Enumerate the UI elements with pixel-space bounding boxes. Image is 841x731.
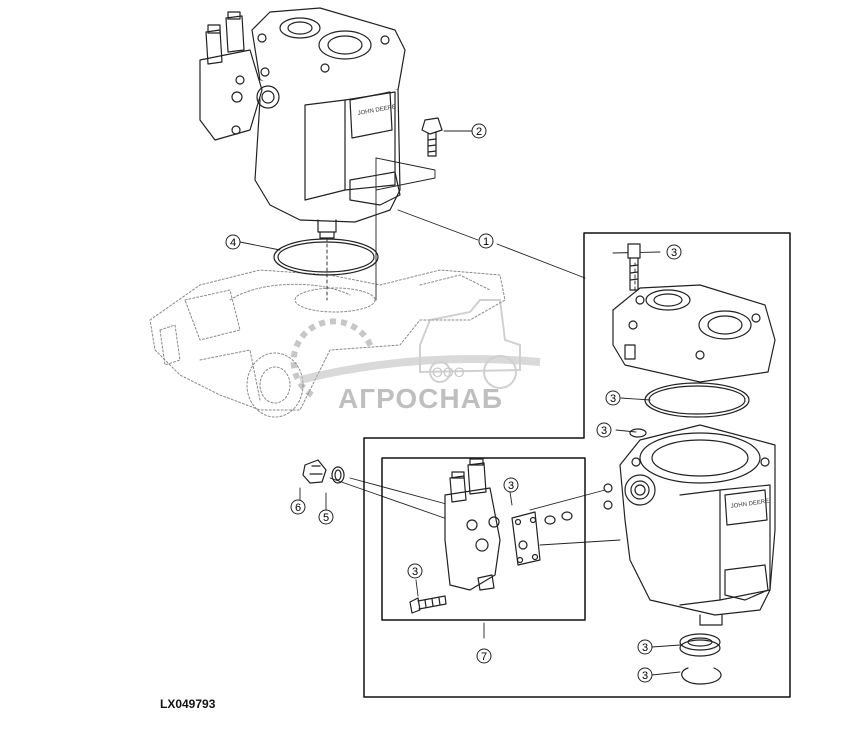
cover-plate-detail (612, 284, 776, 383)
callout-bubbles (225, 123, 682, 683)
callout-label-6: 6 (295, 502, 301, 514)
callout-label-7: 7 (481, 651, 487, 663)
o-ring-detail (644, 382, 750, 418)
leader-lines (239, 130, 694, 676)
figure-id: LX049793 (160, 697, 216, 711)
bearing-detail (679, 633, 721, 651)
o-ring-part-4 (273, 238, 379, 276)
cap-screw-detail (627, 243, 641, 291)
plug-part-6 (302, 459, 327, 484)
seal-part-5 (331, 466, 345, 484)
callout-label-3-screw: 3 (671, 247, 677, 259)
callout-label-1: 1 (483, 236, 489, 248)
ghost-valve-block (149, 269, 506, 418)
svg-text:JOHN DEERE: JOHN DEERE (730, 499, 769, 510)
callout-label-3-retainer: 3 (642, 670, 648, 682)
callout-label-5: 5 (323, 512, 329, 524)
bolt-part-2 (421, 117, 443, 157)
control-valve-frame (381, 457, 586, 621)
gasket-plate (511, 511, 541, 566)
watermark-logo: ООО АГРОСНАБ (290, 299, 541, 414)
retaining-ring-detail (681, 667, 722, 685)
control-valve (444, 458, 501, 591)
callout-label-3-bolt: 3 (412, 566, 418, 578)
callout-label-3-oring: 3 (610, 393, 616, 405)
callout-label-3-bearing: 3 (642, 642, 648, 654)
small-ring-detail (629, 428, 647, 438)
callout-label-4: 4 (230, 237, 236, 249)
watermark-line1: ООО (432, 364, 465, 380)
pump-assembly: JOHN DEERE (199, 7, 406, 239)
callout-label-3-ring: 3 (601, 425, 607, 437)
detail-frame (363, 232, 791, 698)
pump-housing-detail: JOHN DEERE (603, 424, 776, 626)
watermark-line2: АГРОСНАБ (338, 383, 503, 414)
callout-label-2: 2 (476, 126, 482, 138)
callout-label-3-gasket: 3 (508, 480, 514, 492)
valve-bolt (409, 595, 447, 614)
